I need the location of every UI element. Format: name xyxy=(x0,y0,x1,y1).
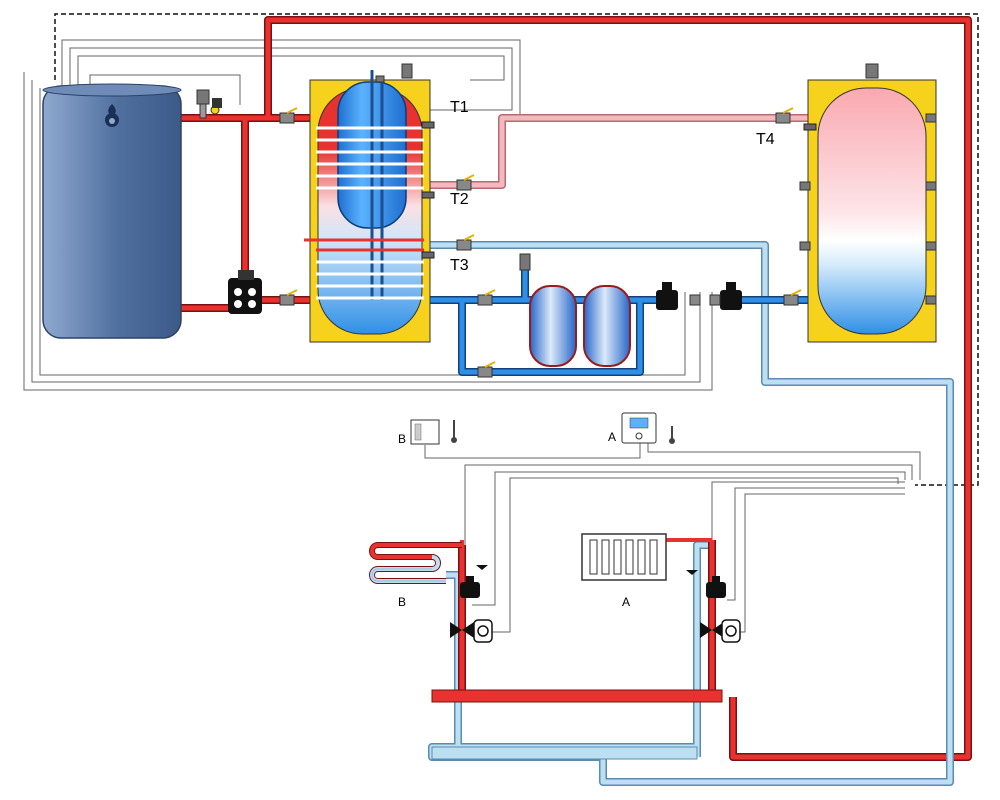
cold-manifold xyxy=(431,746,698,760)
control-wiring xyxy=(23,39,921,633)
room-unit-b xyxy=(410,419,457,445)
sensor-label-t4: T4 xyxy=(756,131,775,148)
ball-valve-icon xyxy=(279,112,799,378)
sensor-label-t3: T3 xyxy=(450,257,469,274)
radiator-circuit-label: A xyxy=(622,595,630,609)
three-way-mixing-valve-icon xyxy=(700,619,741,643)
room-unit-a-label: A xyxy=(608,430,616,444)
boiler xyxy=(42,83,182,339)
room-unit-a xyxy=(621,412,675,444)
circuit-b-pump xyxy=(460,565,488,598)
circulation-pump-icon xyxy=(656,282,742,310)
sensor-label-t1: T1 xyxy=(450,99,469,116)
floor-circuit-label: B xyxy=(398,595,406,609)
hot-manifold xyxy=(431,689,723,703)
sensor-label-t2: T2 xyxy=(450,191,469,208)
floor-heating-loop xyxy=(369,542,462,584)
thermometer-icon xyxy=(451,420,457,443)
room-unit-b-label: B xyxy=(398,432,406,446)
sensor-pockets xyxy=(421,121,817,259)
dashed-control-line xyxy=(54,13,979,486)
circuit-a-pump xyxy=(686,570,726,598)
flame-icon xyxy=(105,104,119,127)
expansion-vessels xyxy=(519,253,631,367)
safety-group xyxy=(196,89,222,119)
three-way-mixing-valve-icon xyxy=(450,619,493,643)
buffer-tank xyxy=(799,63,937,343)
thermometer-icon xyxy=(669,426,675,444)
radiator xyxy=(581,533,667,581)
combi-storage-tank xyxy=(304,63,431,343)
valve-handles xyxy=(286,107,802,368)
boiler-pump-group xyxy=(228,270,262,314)
